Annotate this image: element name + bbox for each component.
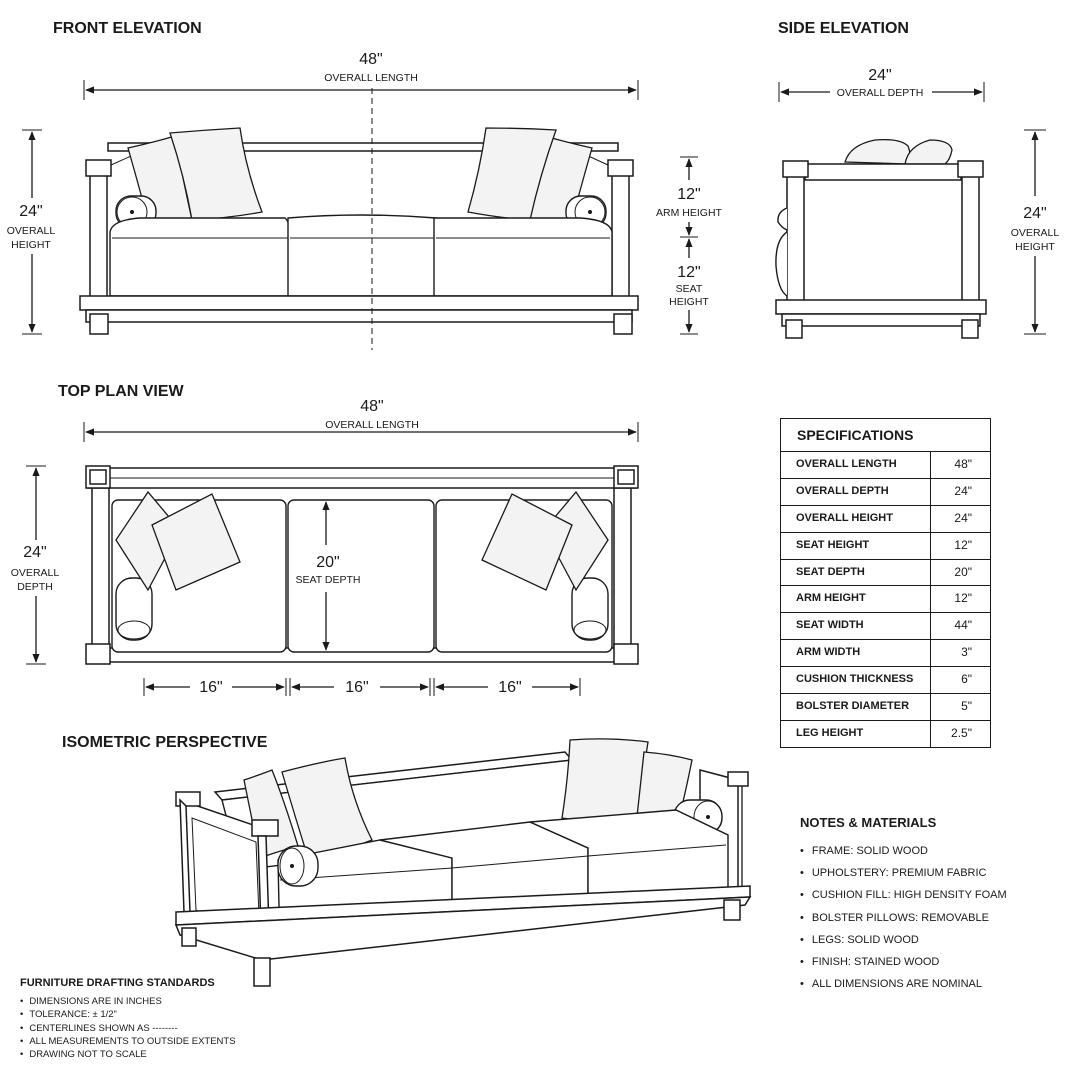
spec-row: CUSHION THICKNESS 6" — [781, 667, 990, 695]
top-plan-title: TOP PLAN VIEW — [58, 383, 185, 400]
seat-depth-label: SEAT DEPTH — [296, 574, 361, 586]
front-length-label: OVERALL LENGTH — [324, 72, 418, 84]
arm-height-label: ARM HEIGHT — [656, 207, 723, 219]
spec-label: ARM WIDTH — [781, 640, 931, 667]
arm-height-value: 12" — [677, 186, 700, 203]
spec-row: LEG HEIGHT 2.5" — [781, 720, 990, 747]
spec-label: BOLSTER DIAMETER — [781, 694, 931, 720]
notes-title: NOTES & MATERIALS — [800, 815, 937, 830]
cushion-3-width: 16" — [498, 679, 521, 696]
seat-depth-value: 20" — [316, 554, 339, 571]
spec-label: CUSHION THICKNESS — [781, 667, 931, 694]
front-elevation-title: FRONT ELEVATION — [53, 20, 202, 37]
top-length-dimension: 48" OVERALL LENGTH — [83, 398, 639, 442]
seat-height-label-1: SEAT — [676, 283, 703, 295]
spec-label: LEG HEIGHT — [781, 720, 931, 747]
spec-label: SEAT HEIGHT — [781, 532, 931, 559]
spec-row: ARM HEIGHT 12" — [781, 586, 990, 614]
spec-value: 12" — [954, 591, 972, 606]
notes-list: FRAME: SOLID WOOD UPHOLSTERY: PREMIUM FA… — [800, 840, 1070, 995]
notes-materials: NOTES & MATERIALS FRAME: SOLID WOOD UPHO… — [800, 815, 1070, 995]
list-item: BOLSTER PILLOWS: REMOVABLE — [800, 907, 1070, 929]
isometric-title: ISOMETRIC PERSPECTIVE — [62, 734, 268, 751]
cushion-width-dimensions: 16" 16" 16" — [143, 678, 581, 696]
list-item: UPHOLSTERY: PREMIUM FABRIC — [800, 862, 1070, 884]
top-depth-label-2: DEPTH — [17, 581, 53, 593]
spec-row: BOLSTER DIAMETER 5" — [781, 694, 990, 721]
front-height-label-1: OVERALL — [7, 225, 56, 237]
top-depth-value: 24" — [23, 544, 46, 561]
side-depth-dimension: 24" OVERALL DEPTH — [778, 67, 985, 102]
standards-list: DIMENSIONS ARE IN INCHES TOLERANCE: ± 1/… — [20, 995, 320, 1061]
spec-row: OVERALL LENGTH 48" — [781, 452, 990, 479]
front-height-value: 24" — [19, 203, 42, 220]
spec-value: 3" — [961, 645, 972, 660]
list-item: ALL DIMENSIONS ARE NOMINAL — [800, 973, 1070, 995]
list-item: CENTERLINES SHOWN AS -------- — [20, 1022, 320, 1035]
list-item: FRAME: SOLID WOOD — [800, 840, 1070, 862]
spec-row: OVERALL HEIGHT 24" — [781, 505, 990, 533]
front-elevation-drawing — [79, 88, 639, 350]
side-height-dimension: 24" OVERALL HEIGHT — [1011, 129, 1060, 335]
standards-title: FURNITURE DRAFTING STANDARDS — [20, 977, 215, 989]
list-item: CUSHION FILL: HIGH DENSITY FOAM — [800, 884, 1070, 906]
top-depth-label-1: OVERALL — [11, 567, 60, 579]
spec-value: 5" — [961, 699, 972, 714]
list-item: LEGS: SOLID WOOD — [800, 929, 1070, 951]
cushion-1-width: 16" — [199, 679, 222, 696]
spec-label: SEAT WIDTH — [781, 613, 931, 640]
spec-row: OVERALL DEPTH 24" — [781, 478, 990, 506]
spec-value: 24" — [954, 483, 972, 498]
side-elevation-drawing — [775, 138, 987, 339]
side-height-value: 24" — [1023, 205, 1046, 222]
front-length-dimension: 48" OVERALL LENGTH — [83, 51, 639, 100]
seat-depth-dimension: 20" SEAT DEPTH — [296, 501, 361, 651]
side-height-label-2: HEIGHT — [1015, 241, 1055, 253]
spec-value: 48" — [954, 457, 972, 471]
side-depth-value: 24" — [868, 67, 891, 84]
specifications-table: SPECIFICATIONS OVERALL LENGTH 48" OVERALL… — [780, 418, 991, 748]
spec-label: OVERALL LENGTH — [781, 452, 931, 478]
seat-height-value: 12" — [677, 264, 700, 281]
spec-label: OVERALL HEIGHT — [781, 505, 931, 532]
list-item: TOLERANCE: ± 1/2" — [20, 1008, 320, 1021]
list-item: FINISH: STAINED WOOD — [800, 951, 1070, 973]
spec-label: ARM HEIGHT — [781, 586, 931, 613]
top-length-label: OVERALL LENGTH — [325, 419, 419, 431]
cushion-2-width: 16" — [345, 679, 368, 696]
spec-value: 6" — [961, 672, 972, 687]
spec-row: SEAT HEIGHT 12" — [781, 532, 990, 560]
list-item: DRAWING NOT TO SCALE — [20, 1048, 320, 1061]
spec-value: 20" — [954, 564, 972, 579]
spec-label: SEAT DEPTH — [781, 559, 931, 586]
spec-label: OVERALL DEPTH — [781, 478, 931, 505]
spec-row: ARM WIDTH 3" — [781, 640, 990, 668]
seat-height-label-2: HEIGHT — [669, 296, 709, 308]
spec-value: 44" — [954, 618, 972, 633]
spec-row: SEAT WIDTH 44" — [781, 613, 990, 641]
side-depth-label: OVERALL DEPTH — [837, 87, 924, 99]
front-height-label-2: HEIGHT — [11, 239, 51, 251]
front-arm-seat-dimension: 12" ARM HEIGHT 12" SEAT HEIGHT — [656, 156, 723, 335]
list-item: DIMENSIONS ARE IN INCHES — [20, 995, 320, 1008]
front-height-dimension: 24" OVERALL HEIGHT — [4, 129, 62, 335]
spec-row: SEAT DEPTH 20" — [781, 559, 990, 587]
list-item: ALL MEASUREMENTS TO OUTSIDE EXTENTS — [20, 1035, 320, 1048]
top-plan-drawing — [85, 465, 639, 665]
spec-value: 2.5" — [951, 725, 972, 740]
top-depth-dimension: 24" OVERALL DEPTH — [4, 465, 66, 665]
side-height-label-1: OVERALL — [1011, 227, 1060, 239]
specifications-title: SPECIFICATIONS — [781, 419, 990, 452]
front-length-value: 48" — [359, 51, 382, 68]
drafting-standards: FURNITURE DRAFTING STANDARDS DIMENSIONS … — [20, 977, 320, 1061]
spec-value: 12" — [954, 537, 972, 552]
side-elevation-title: SIDE ELEVATION — [778, 20, 909, 37]
isometric-drawing — [174, 738, 752, 987]
spec-value: 24" — [954, 510, 972, 525]
top-length-value: 48" — [360, 398, 383, 415]
